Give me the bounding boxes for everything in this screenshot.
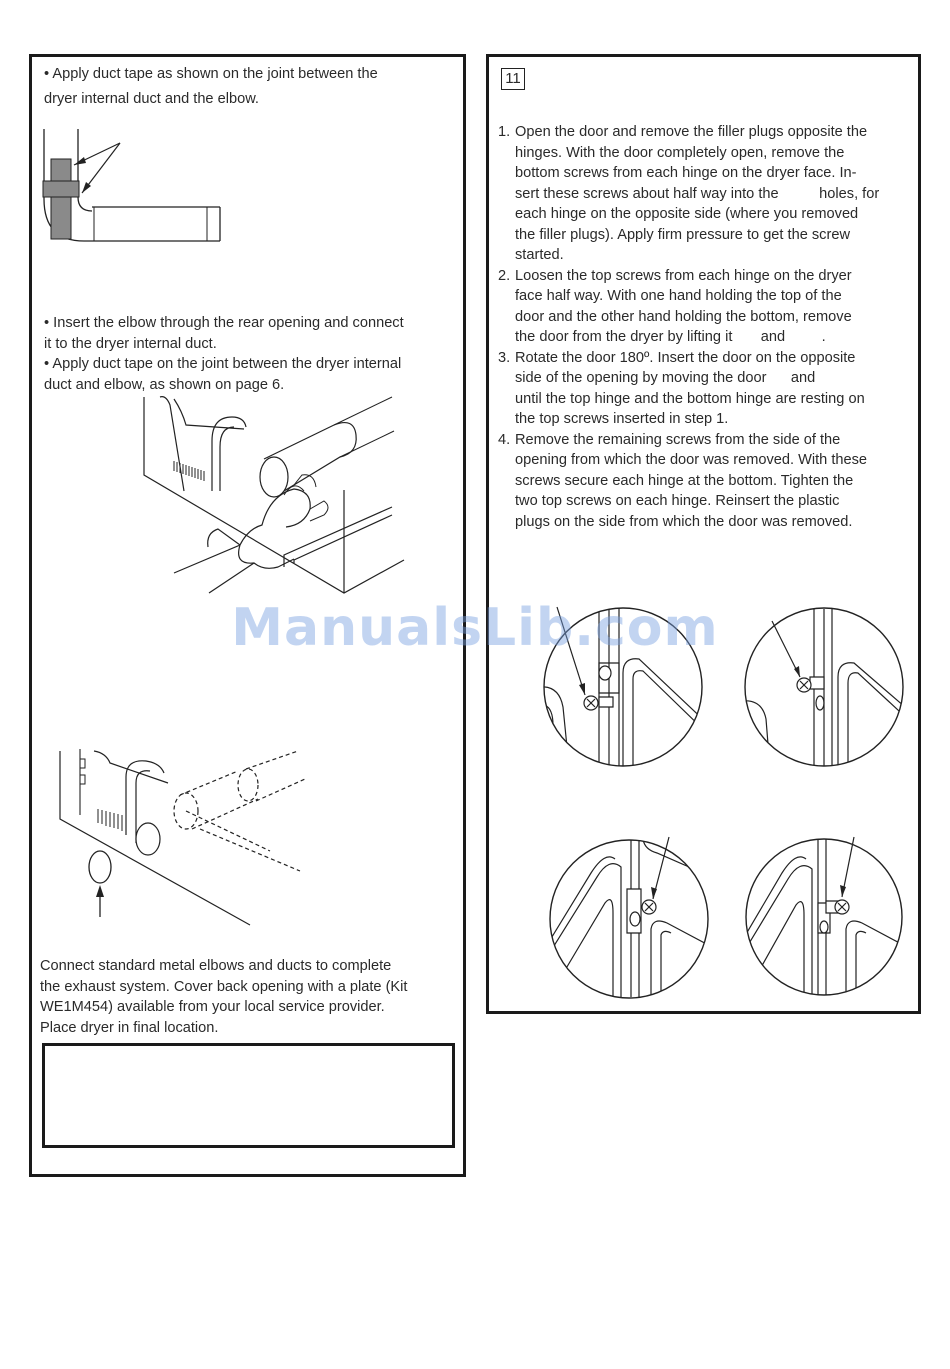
hinge-detail-bottom-left	[547, 837, 712, 997]
hinge-detail-top-left	[539, 607, 709, 767]
hands-taping-duct-illustration	[144, 395, 409, 600]
hinge-detail-top-right	[742, 609, 912, 767]
elbow-tape-illustration	[42, 125, 227, 245]
hinge-detail-bottom-right	[742, 837, 907, 995]
step-number-badge: 11	[501, 68, 525, 90]
rear-cover-plate-illustration	[60, 749, 305, 927]
left-instruction-panel: • Apply duct tape as shown on the joint …	[29, 54, 466, 1177]
door-reversal-steps: 1. Open the door and remove the filler p…	[498, 122, 918, 532]
bullet-tape-joint: • Apply duct tape as shown on the joint …	[44, 66, 378, 107]
bullet-insert-elbow: • Insert the elbow through the rear open…	[44, 315, 404, 393]
step-item-3: 3. Rotate the door 180º. Insert the door…	[498, 349, 865, 428]
empty-note-box	[42, 1043, 455, 1148]
step-item-4: 4. Remove the remaining screws from the …	[498, 431, 868, 530]
step-item-1: 1. Open the door and remove the filler p…	[498, 124, 880, 263]
step-item-2: 2. Loosen the top screws from each hinge…	[498, 267, 852, 346]
right-instruction-panel: 11 1. Open the door and remove the fille…	[486, 54, 921, 1014]
connect-exhaust-paragraph: Connect standard metal elbows and ducts …	[40, 958, 408, 1036]
